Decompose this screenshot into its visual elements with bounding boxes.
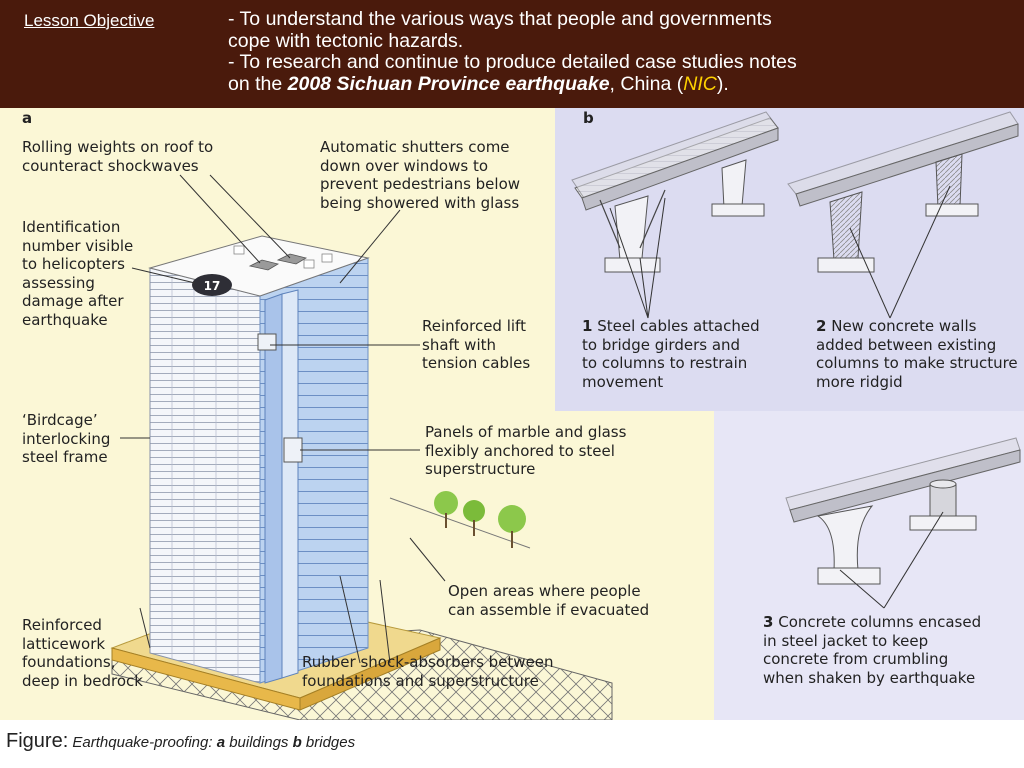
trees bbox=[389, 491, 531, 549]
case-study-title: 2008 Sichuan Province earthquake bbox=[287, 72, 610, 95]
caption-label: Figure: bbox=[6, 730, 69, 752]
caption-text-2: buildings bbox=[225, 734, 293, 751]
figure-area: 17 bbox=[0, 108, 1024, 720]
label-roof-weights: Rolling weights on roof to counteract sh… bbox=[22, 138, 214, 175]
label-open-areas: Open areas where people can assemble if … bbox=[448, 582, 650, 619]
bridge-1 bbox=[571, 111, 779, 273]
nic-label: NIC bbox=[683, 72, 717, 95]
caption-a: a bbox=[216, 734, 226, 751]
label-bridge-item-3: 3 Concrete columns encased in steel jack… bbox=[763, 613, 982, 687]
objective-line-1: - To understand the various ways that pe… bbox=[228, 8, 772, 30]
panel-b-letter: b bbox=[583, 109, 594, 127]
line4-end: ). bbox=[716, 72, 729, 95]
objectives-text: - To understand the various ways that pe… bbox=[228, 8, 1018, 96]
bridge-3 bbox=[785, 437, 1021, 585]
label-identification-number: Identification number visible to helicop… bbox=[22, 218, 134, 329]
line4-prefix: on the bbox=[228, 72, 288, 95]
bridge-2 bbox=[787, 111, 1019, 273]
panel-a-letter: a bbox=[22, 109, 33, 127]
label-birdcage-frame: ‘Birdcage’ interlocking steel frame bbox=[22, 411, 111, 466]
label-automatic-shutters: Automatic shutters come down over window… bbox=[320, 138, 521, 212]
lesson-objective-label: Lesson Objective bbox=[24, 11, 155, 30]
caption-text-3: bridges bbox=[301, 734, 356, 751]
objective-line-2: cope with tectonic hazards. bbox=[228, 29, 464, 52]
illustration-layer: 17 bbox=[110, 111, 1021, 720]
caption-text-1: Earthquake-proofing: bbox=[68, 734, 217, 751]
figure-caption: Figure: Earthquake-proofing: a buildings… bbox=[6, 730, 355, 753]
panel-b-leader-lines bbox=[609, 185, 951, 609]
objective-line-3: - To research and continue to produce de… bbox=[228, 51, 797, 73]
caption-b: b bbox=[292, 734, 302, 751]
panel-a-leader-lines bbox=[120, 174, 446, 664]
label-rubber-shock-absorbers: Rubber shock-absorbers between foundatio… bbox=[302, 653, 554, 690]
label-panels: Panels of marble and glass flexibly anch… bbox=[425, 423, 627, 478]
label-lift-shaft: Reinforced lift shaft with tension cable… bbox=[422, 317, 531, 372]
building-id-number: 17 bbox=[204, 279, 221, 293]
tower: 17 bbox=[148, 235, 370, 684]
line4-mid: , China ( bbox=[609, 72, 684, 95]
label-bridge-item-1: 1 Steel cables attached to bridge girder… bbox=[582, 317, 760, 391]
label-foundations: Reinforced latticework foundations, deep… bbox=[22, 616, 143, 690]
objective-line-4: on the 2008 Sichuan Province earthquake,… bbox=[228, 72, 1018, 96]
objective-header: Lesson Objective - To understand the var… bbox=[0, 0, 1024, 108]
label-bridge-item-2: 2 New concrete walls added between exist… bbox=[816, 317, 1018, 391]
